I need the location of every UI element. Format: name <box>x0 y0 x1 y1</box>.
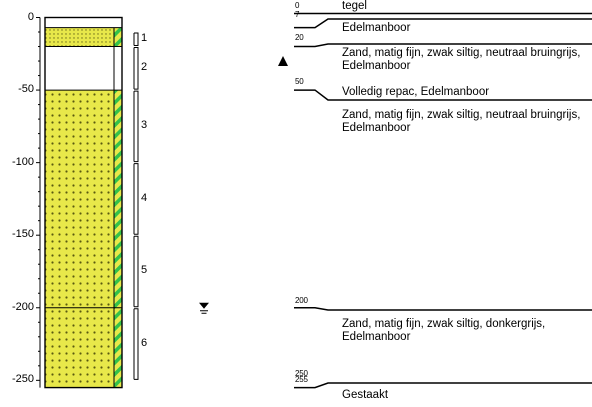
groundwater-level-icon <box>199 302 209 309</box>
depth-tick-label: -150 <box>11 228 34 241</box>
description-depth-label: 7 <box>295 10 300 19</box>
depth-tick-label: -200 <box>11 300 34 313</box>
description-depth-label: 200 <box>295 296 308 305</box>
sample-bracket <box>134 47 139 90</box>
sample-label: 5 <box>141 264 148 277</box>
layer-stripe <box>114 90 122 308</box>
description-text: Gestaakt <box>342 389 389 401</box>
sample-bracket <box>134 308 139 380</box>
sample-bracket <box>134 32 139 47</box>
sample-label: 1 <box>141 32 148 45</box>
depth-tick-label: -100 <box>11 155 34 168</box>
description-depth-label: 50 <box>295 77 304 86</box>
description-depth-label: 250 <box>295 369 308 378</box>
sample-label: 2 <box>141 61 148 74</box>
description-lines <box>294 12 592 389</box>
boundary-7 <box>294 18 592 29</box>
sample-bracket <box>134 235 139 308</box>
description-text: Zand, matig fijn, zwak siltig, neutraal … <box>342 109 581 134</box>
sample-bracket <box>134 90 139 163</box>
description-text: Volledig repac, Edelmanboor <box>342 86 490 98</box>
description-depth-label: 20 <box>295 33 304 42</box>
sample-label: 6 <box>141 337 148 350</box>
description-depth-label: 0 <box>295 1 300 10</box>
boundary-255 <box>294 382 592 389</box>
description-text: Edelmanboor <box>342 22 411 34</box>
boundary-20 <box>294 43 592 48</box>
markers <box>199 56 288 314</box>
lithology-column <box>44 16 123 389</box>
sample-label: 4 <box>141 191 148 204</box>
description-text: Zand, matig fijn, zwak siltig, donkergri… <box>342 318 546 343</box>
boundary-200 <box>294 307 592 311</box>
layer-fill <box>45 307 114 388</box>
column-outline <box>44 16 123 389</box>
depth-tick-label: -50 <box>18 83 34 96</box>
boundary-50 <box>294 89 592 101</box>
sample-label: 3 <box>141 119 148 132</box>
description-text: tegel <box>342 0 367 12</box>
triangle-marker-icon <box>278 56 288 67</box>
sample-intervals <box>133 32 139 380</box>
depth-tick-label: 0 <box>27 10 34 23</box>
layer-stripe <box>114 307 122 388</box>
depth-tick-label: -250 <box>11 373 34 386</box>
layer-fill <box>45 27 114 47</box>
description-text: Zand, matig fijn, zwak siltig, neutraal … <box>342 47 581 72</box>
depth-axis <box>36 17 41 388</box>
description-depth-label: 255 <box>295 375 308 384</box>
layer-stripe <box>114 27 122 47</box>
layer-fill <box>45 90 114 308</box>
sample-bracket <box>134 163 139 235</box>
